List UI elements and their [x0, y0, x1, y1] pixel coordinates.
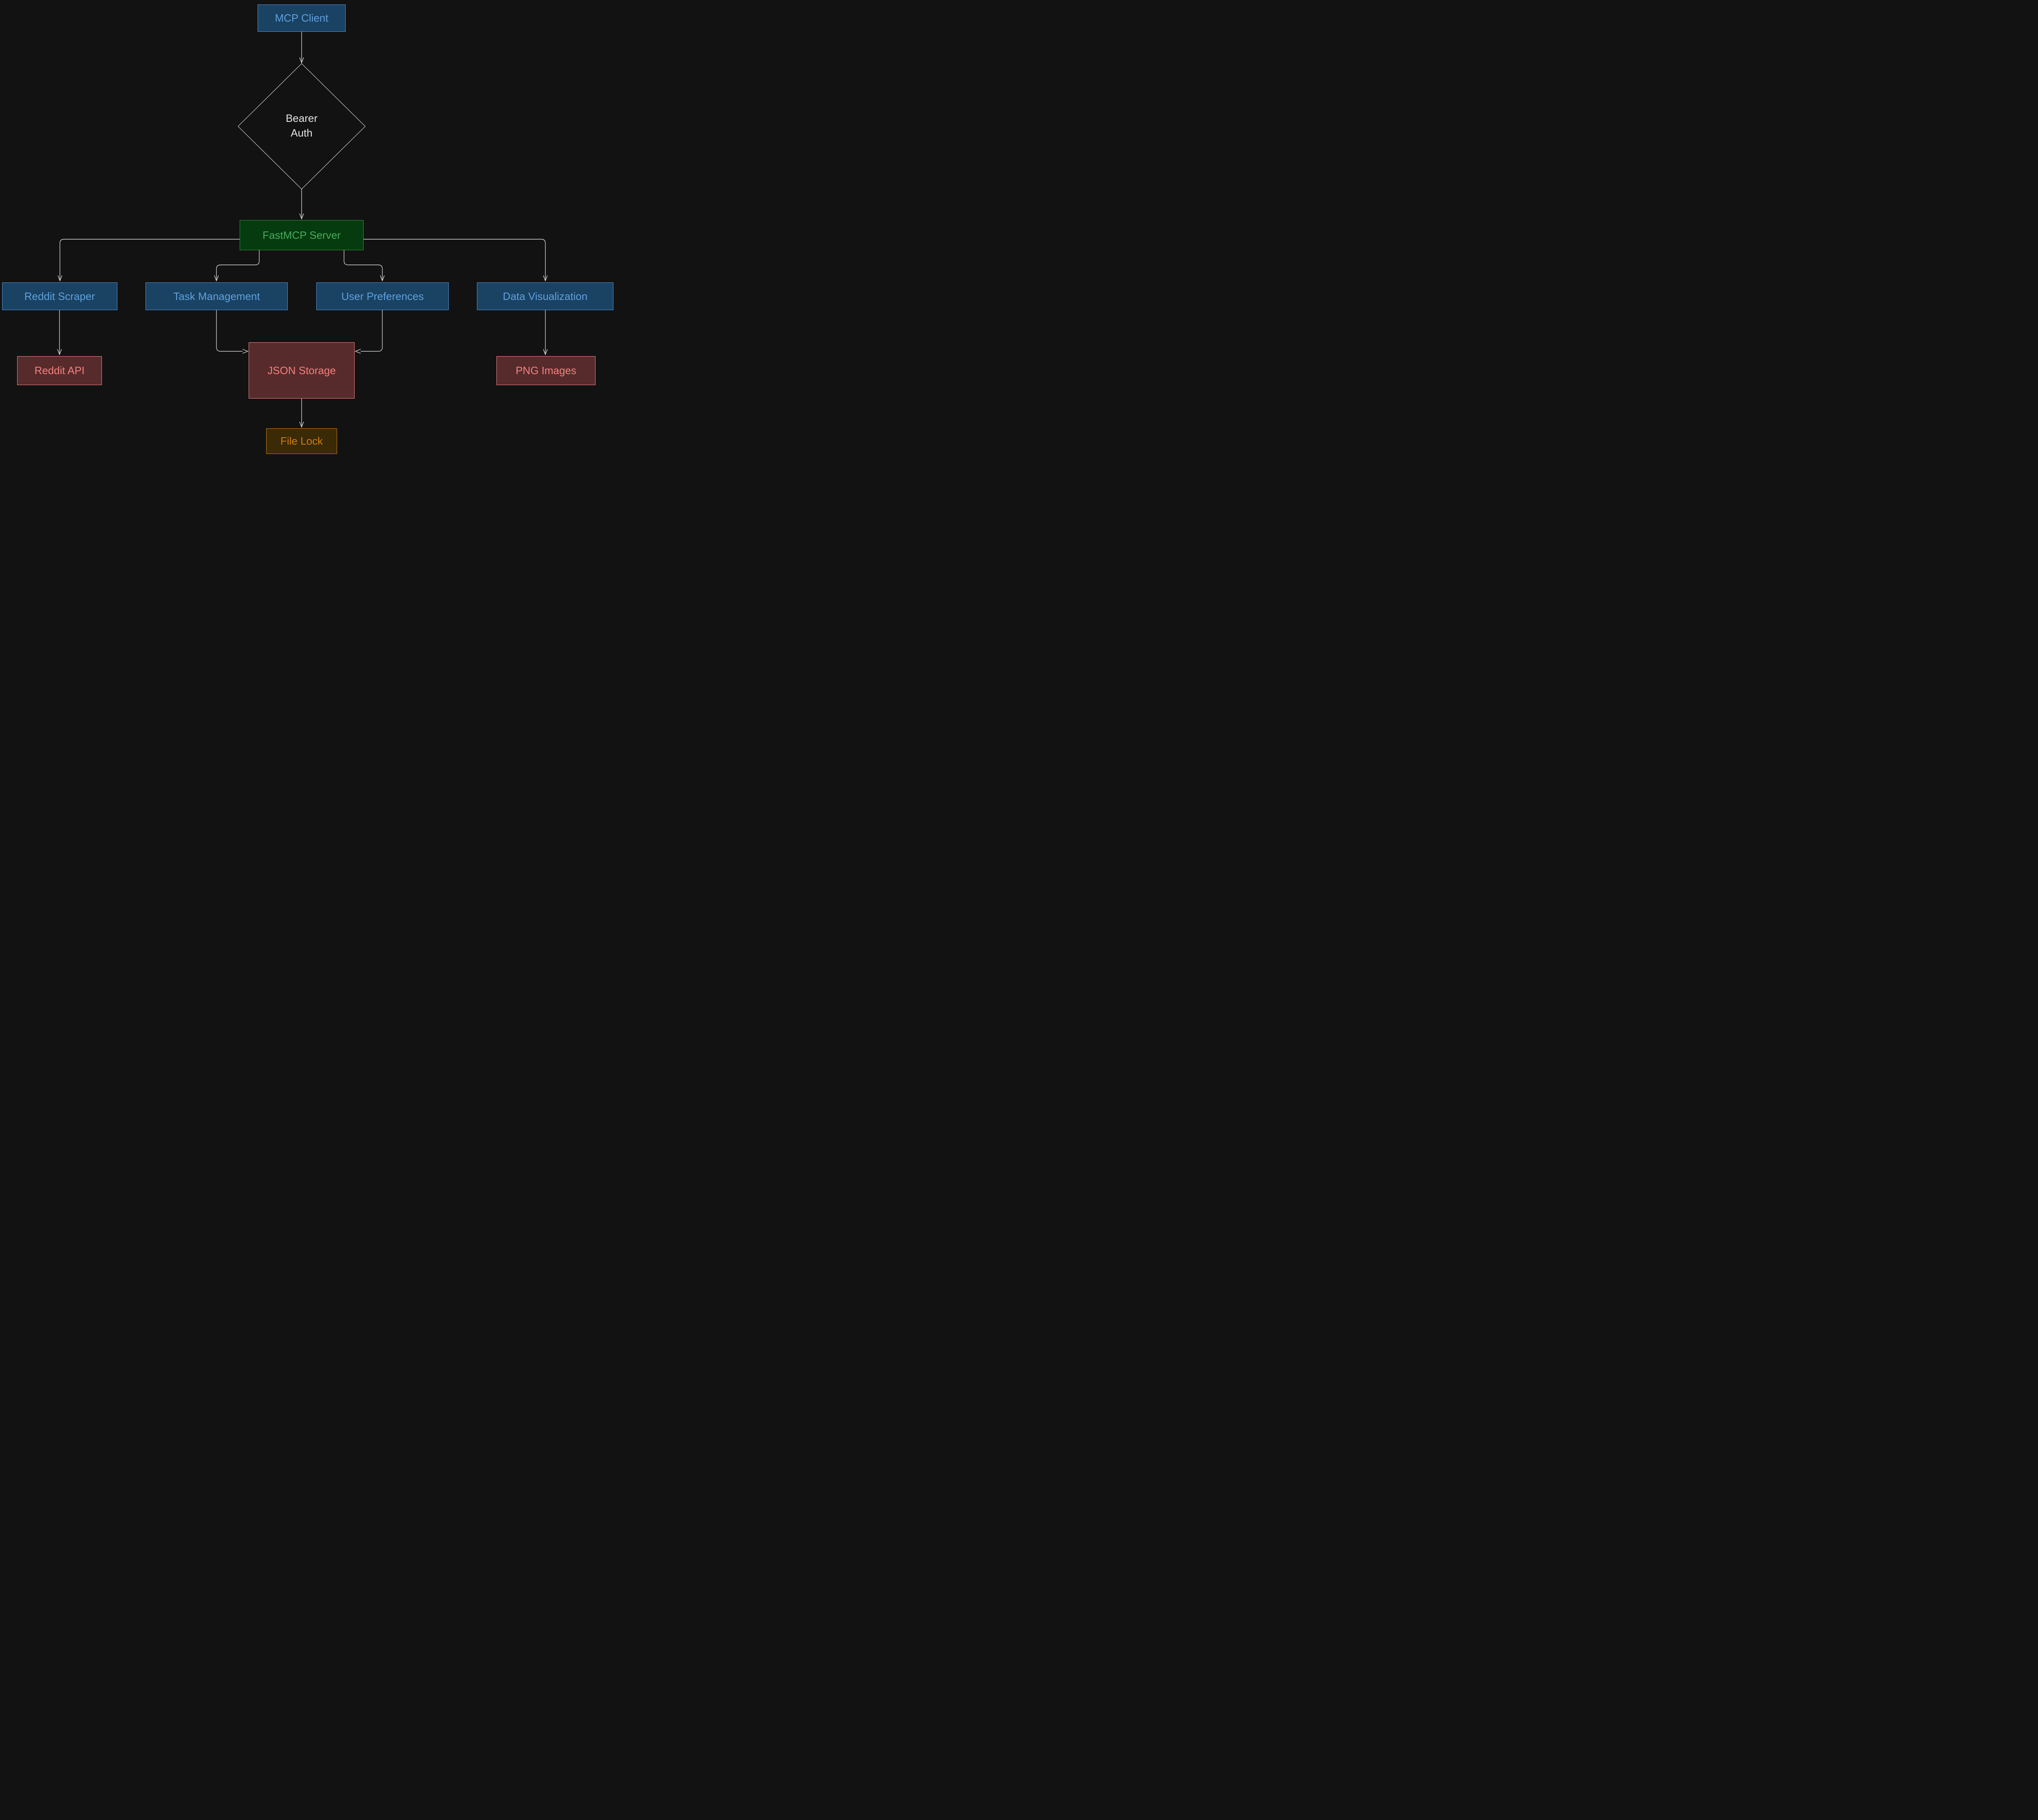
node-mcp-client-label: MCP Client [275, 12, 329, 24]
node-file-lock: File Lock [266, 428, 337, 454]
node-data-visualization: Data Visualization [477, 282, 613, 310]
arrowhead-down-icon [299, 421, 304, 428]
edge-fastmcp-server-to-task-management [214, 250, 260, 282]
edges-layer [57, 31, 548, 428]
edge-reddit-scraper-to-reddit-api [57, 310, 62, 355]
node-user-preferences: User Preferences [316, 282, 449, 310]
node-png-images: PNG Images [496, 356, 596, 385]
arrowhead-down-icon [57, 349, 62, 355]
edge-mcp-client-to-bearer-auth [299, 31, 304, 64]
node-user-preferences-label: User Preferences [341, 290, 424, 302]
arrowhead-down-icon [299, 57, 304, 64]
arrowhead-down-icon [543, 349, 548, 355]
edge-json-storage-to-file-lock [299, 399, 304, 428]
flowchart-canvas: MCP Client Bearer Auth FastMCP Server Re… [0, 0, 615, 455]
node-reddit-scraper: Reddit Scraper [2, 282, 117, 310]
node-file-lock-label: File Lock [280, 435, 323, 447]
node-json-storage-label: JSON Storage [267, 364, 336, 377]
node-reddit-api: Reddit API [17, 356, 102, 385]
node-task-management: Task Management [146, 282, 288, 310]
edge-fastmcp-server-to-reddit-scraper [57, 239, 240, 282]
node-png-images-label: PNG Images [516, 364, 576, 377]
node-reddit-api-label: Reddit API [34, 364, 85, 377]
node-fastmcp-server-label: FastMCP Server [262, 229, 341, 241]
arrowhead-right-icon [242, 349, 249, 354]
arrowhead-down-icon [380, 275, 385, 282]
node-bearer-auth-label: Bearer Auth [285, 112, 318, 139]
node-task-management-label: Task Management [173, 290, 260, 302]
arrowhead-down-icon [57, 275, 62, 282]
arrowhead-down-icon [299, 213, 304, 220]
edge-task-management-to-json-storage [216, 310, 249, 354]
edge-user-preferences-to-json-storage [355, 310, 383, 354]
edge-fastmcp-server-to-user-preferences [344, 250, 385, 282]
node-mcp-client: MCP Client [258, 4, 346, 32]
edge-data-visualization-to-png-images [543, 310, 548, 355]
node-json-storage: JSON Storage [249, 342, 355, 399]
edge-bearer-auth-to-fastmcp-server [299, 189, 304, 220]
arrowhead-down-icon [543, 275, 548, 282]
arrowhead-left-icon [355, 349, 361, 354]
node-data-visualization-label: Data Visualization [503, 290, 588, 302]
node-fastmcp-server: FastMCP Server [240, 220, 364, 250]
arrowhead-down-icon [214, 275, 219, 282]
node-reddit-scraper-label: Reddit Scraper [24, 290, 95, 302]
edge-fastmcp-server-to-data-visualization [363, 239, 548, 282]
